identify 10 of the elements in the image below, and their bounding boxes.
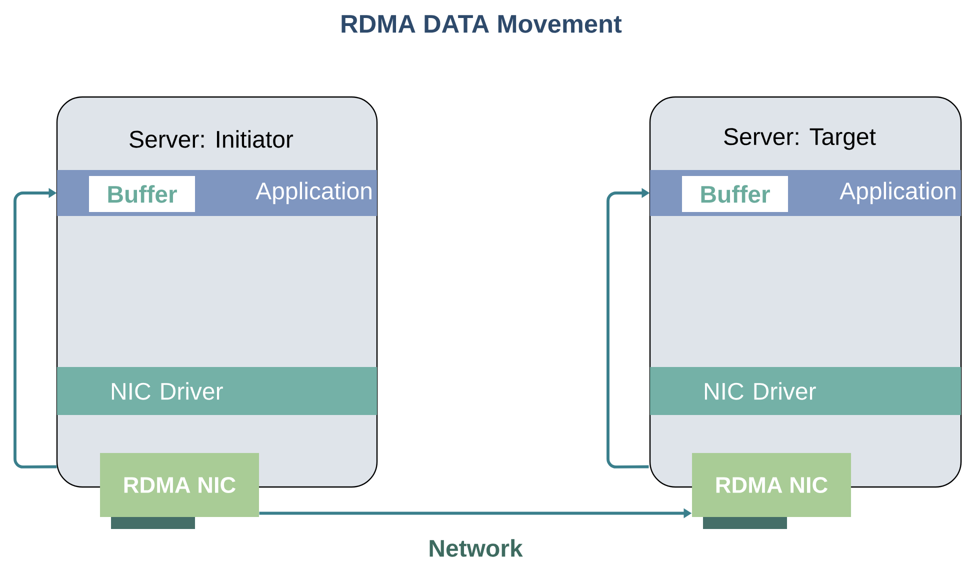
title: RDMA DATA Movement [342, 15, 622, 33]
buffer-box: Buffer [682, 176, 788, 212]
server-heading: Server: Initiator [130, 130, 294, 148]
nic-driver-band: NIC Driver [57, 367, 377, 415]
nic-box: RDMA NIC [100, 453, 259, 517]
nic-box: RDMA NIC [692, 453, 852, 517]
edge-label: Network [430, 539, 523, 557]
server-heading: Server: Target [724, 128, 876, 150]
nic-driver-band: NIC Driver [650, 367, 962, 415]
buffer-box: Buffer [89, 176, 195, 212]
